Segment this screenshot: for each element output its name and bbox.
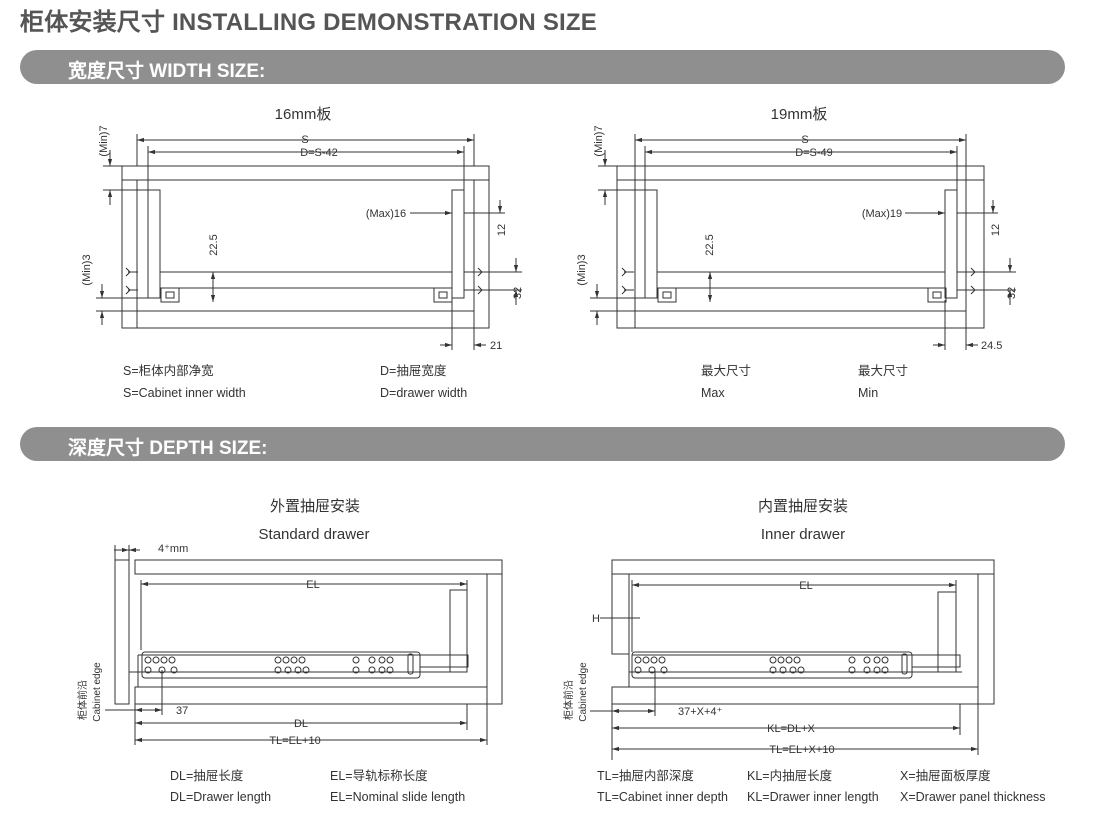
width-diagram-16mm: 16mm板 <box>81 105 524 352</box>
depth-diagram-inner: 内置抽屉安装 Inner drawer <box>562 498 995 760</box>
cabinet-top-inner <box>611 559 995 575</box>
dim-min7-16mm: (Min)7 <box>98 125 110 156</box>
drawer-side-right-16mm <box>451 189 465 299</box>
depth-section-header: 深度尺寸 DEPTH SIZE: <box>20 427 1065 461</box>
standard-title-cn: 外置抽屉安装 <box>270 498 360 515</box>
slide-right-16mm <box>433 287 453 303</box>
width-section-title: 宽度尺寸 WIDTH SIZE: <box>68 61 266 82</box>
dim-21: 21 <box>490 340 502 352</box>
drawer-side-left-19mm <box>644 189 658 299</box>
width-diagram-19mm: 19mm板 <box>576 105 1018 352</box>
standard-title-en: Standard drawer <box>259 526 370 543</box>
dim-32-16mm: 32 <box>512 287 524 299</box>
legend-s-cn: S=柜体内部净宽 <box>123 364 214 378</box>
cabinet-edge-cn-inner: 柜体前沿 <box>562 680 575 720</box>
legend-el-cn: EL=导轨标称长度 <box>330 769 428 783</box>
dim-12-16mm: 12 <box>496 224 508 236</box>
dim-min3-16mm: (Min)3 <box>81 254 93 285</box>
legend-tl-cn: TL=抽屉内部深度 <box>597 769 694 783</box>
legend-x-cn: X=抽屉面板厚度 <box>900 769 991 783</box>
legend-x-en: X=Drawer panel thickness <box>900 790 1046 804</box>
legend-dl-en: DL=Drawer length <box>170 790 272 804</box>
dim-32-19mm: 32 <box>1006 287 1018 299</box>
cabinet-bottom <box>134 686 488 705</box>
inner-title-en: Inner drawer <box>761 526 845 543</box>
cabinet-outline-16mm <box>121 165 490 329</box>
dim-s-16mm: S <box>301 134 308 146</box>
slide-rail-inner <box>631 651 913 679</box>
dim-4mm: 4⁺mm <box>158 543 188 555</box>
legend-min-cn: 最大尺寸 <box>858 364 909 378</box>
drawer-side-right-19mm <box>944 189 958 299</box>
legend-max-cn: 最大尺寸 <box>701 364 752 378</box>
slide-holes-standard <box>144 653 414 675</box>
dim-max19: (Max)19 <box>862 208 902 220</box>
inner-title-cn: 内置抽屉安装 <box>758 498 848 515</box>
dim-d-19mm: D=S-49 <box>795 147 833 159</box>
cabinet-bottom-inner <box>611 686 979 705</box>
cabinet-top <box>134 559 503 575</box>
legend-tl-en: TL=Cabinet inner depth <box>597 790 728 804</box>
legend-min-en: Min <box>858 386 879 400</box>
slide-left-19mm <box>657 287 677 303</box>
dim-245: 24.5 <box>981 340 1002 352</box>
cabinet-edge-cn-standard: 柜体前沿 <box>76 680 89 720</box>
dim-s-19mm: S <box>801 134 808 146</box>
dim-d-16mm: D=S-42 <box>300 147 338 159</box>
slide-left-16mm <box>160 287 180 303</box>
cabinet-outline-19mm <box>616 165 985 329</box>
legend-kl-cn: KL=内抽屉长度 <box>747 769 833 783</box>
dim-el-standard: EL <box>306 579 319 591</box>
legend-el-en: EL=Nominal slide length <box>330 790 466 804</box>
drawer-front-panel <box>114 559 130 705</box>
width-section-header: 宽度尺寸 WIDTH SIZE: <box>20 50 1065 84</box>
screws-16mm <box>128 271 478 291</box>
dim-max16: (Max)16 <box>366 208 406 220</box>
screws-19mm <box>624 271 971 291</box>
page-title: 柜体安装尺寸 INSTALLING DEMONSTRATION SIZE <box>20 9 597 36</box>
legend-max-en: Max <box>701 386 725 400</box>
dim-el-inner: EL <box>799 580 812 592</box>
legend-s-en: S=Cabinet inner width <box>123 386 246 400</box>
dim-dl-standard: DL <box>294 718 308 730</box>
dim-tl-standard: TL=EL+10 <box>269 735 320 747</box>
dim-225-16mm: 22.5 <box>208 234 220 255</box>
slide-rail-standard <box>141 651 421 679</box>
dim-min3-19mm: (Min)3 <box>576 254 588 285</box>
drawer-side-left-16mm <box>147 189 161 299</box>
legend-d-en: D=drawer width <box>380 386 468 400</box>
dim-12-19mm: 12 <box>990 224 1002 236</box>
dim-225-19mm: 22.5 <box>704 234 716 255</box>
diagram-title-16mm: 16mm板 <box>275 105 332 123</box>
dim-h-inner: H <box>592 613 600 625</box>
slide-right-19mm <box>927 287 947 303</box>
legend-dl-cn: DL=抽屉长度 <box>170 769 244 783</box>
depth-section-title: 深度尺寸 DEPTH SIZE: <box>68 438 268 459</box>
slide-holes-inner <box>634 653 908 675</box>
dim-tl-inner: TL=EL+X+10 <box>769 744 834 756</box>
depth-diagram-standard: 外置抽屉安装 Standard drawer <box>76 498 503 747</box>
dim-37x-inner: 37+X+4⁺ <box>678 706 723 718</box>
legend-d-cn: D=抽屉宽度 <box>380 364 447 378</box>
cabinet-edge-en-inner: Cabinet edge <box>578 662 589 722</box>
diagram-title-19mm: 19mm板 <box>771 105 828 123</box>
dim-min7-19mm: (Min)7 <box>593 125 605 156</box>
legend-kl-en: KL=Drawer inner length <box>747 790 879 804</box>
cabinet-edge-en-standard: Cabinet edge <box>92 662 103 722</box>
dim-kl-inner: KL=DL+X <box>767 723 815 735</box>
dim-37-standard: 37 <box>176 705 188 717</box>
